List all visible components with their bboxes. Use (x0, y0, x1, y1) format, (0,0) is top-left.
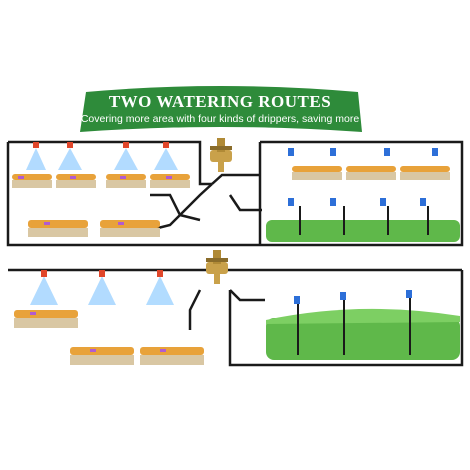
route-one-tubing (6, 140, 464, 247)
banner-title: TWO WATERING ROUTES (108, 92, 332, 111)
banner: TWO WATERING ROUTES Covering more area w… (78, 88, 362, 137)
mist-sprayer-icon (26, 148, 178, 170)
dripper-icon (288, 148, 438, 304)
route-two-tubing (8, 268, 464, 367)
banner-background (80, 86, 362, 132)
flower-pot-icon (12, 166, 450, 365)
faucet-icon (206, 250, 228, 284)
mist-sprayer-icon (33, 142, 169, 148)
lawn-icon (266, 220, 460, 360)
drip-stake (297, 206, 429, 355)
mist-sprayer-icon (30, 276, 174, 305)
banner-subtitle: Covering more area with four kinds of dr… (80, 113, 360, 137)
mist-sprayer-icon (41, 270, 163, 277)
faucet-icon (210, 138, 232, 172)
